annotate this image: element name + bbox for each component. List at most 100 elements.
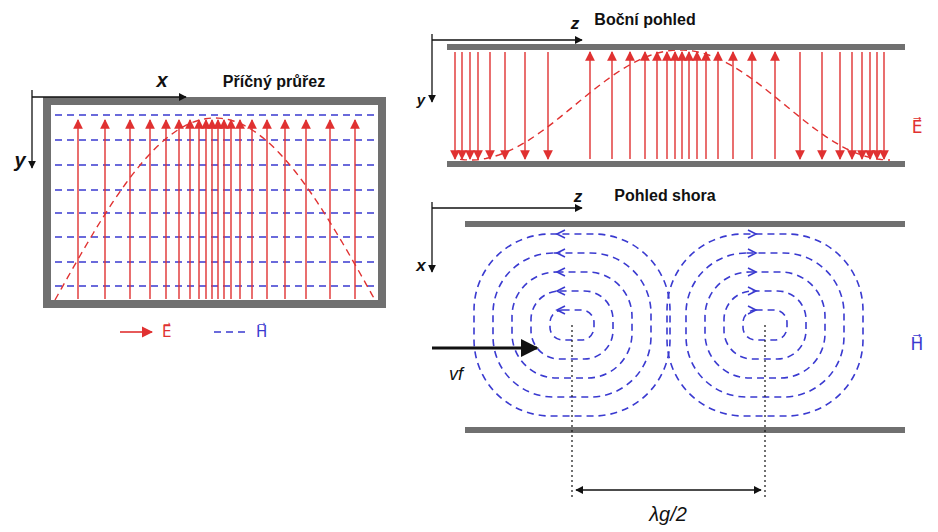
e-field-arrow (674, 52, 675, 159)
dimension-label: λg/2 (649, 503, 687, 525)
e-field-arrow (251, 120, 252, 299)
h-field-line (55, 114, 375, 116)
e-field-arrow (266, 120, 267, 299)
e-field-arrow (861, 52, 862, 159)
e-field-arrow (129, 120, 130, 299)
e-field-arrow (504, 52, 505, 159)
e-field-arrow (477, 52, 478, 159)
e-field-arrow (211, 120, 212, 299)
field-label: E⃗ (912, 119, 923, 138)
h-direction-chevron (748, 306, 756, 314)
legend-item: E⃗ (118, 323, 171, 341)
y-axis (431, 34, 432, 102)
h-field-line (55, 164, 375, 166)
velocity-arrow (432, 347, 537, 350)
h-direction-chevron (557, 249, 565, 257)
e-field-arrow (305, 120, 306, 299)
e-field-arrow (205, 120, 206, 299)
axis-label: x (416, 257, 425, 276)
y-axis (31, 90, 32, 168)
e-field-arrow (705, 52, 706, 159)
e-field-arrow (696, 52, 697, 159)
e-field-arrow (217, 120, 218, 299)
e-field-arrow (799, 52, 800, 159)
e-field-arrow (883, 52, 884, 159)
h-direction-chevron (748, 249, 756, 257)
e-field-arrow (189, 120, 190, 299)
guide-line (764, 325, 765, 500)
waveguide-wall (447, 44, 905, 50)
axis-label: y (417, 92, 425, 109)
field-label: H⃗ (911, 336, 924, 355)
e-field-arrow (354, 120, 355, 299)
h-field-line (55, 189, 375, 191)
cross-section (32, 90, 382, 304)
waveguide-wall (447, 161, 905, 167)
legend-text: E⃗ (162, 323, 171, 341)
e-field-arrow (732, 52, 733, 159)
e-field-arrow (869, 52, 870, 159)
e-field-arrow (611, 52, 612, 159)
axis-label: z (574, 188, 583, 207)
e-field-arrow (454, 52, 455, 159)
e-field-arrow (688, 52, 689, 159)
x-axis (431, 202, 432, 272)
axis-label: y (14, 149, 25, 171)
legend-line (120, 331, 152, 333)
e-field-arrow (774, 52, 775, 159)
e-field-arrow (149, 120, 150, 299)
h-direction-chevron (748, 230, 756, 238)
e-field-arrow (329, 120, 330, 299)
e-field-arrow (851, 52, 852, 159)
h-direction-chevron (557, 268, 565, 276)
waveguide-wall (465, 427, 905, 433)
guide-line (571, 325, 572, 500)
e-field-arrow (165, 120, 166, 299)
e-field-arrow (198, 120, 199, 299)
x-axis (32, 96, 186, 97)
h-field-line (55, 261, 375, 263)
axis-label: x (156, 69, 167, 91)
e-field-arrow (876, 52, 877, 159)
view-title: Příčný průřez (223, 73, 325, 91)
h-field-line (55, 139, 375, 141)
axis-label: z (571, 15, 580, 34)
legend-item: H⃗ (212, 323, 267, 341)
e-field-arrow (461, 52, 462, 159)
e-field-arrow (547, 52, 548, 159)
h-direction-chevron (748, 268, 756, 276)
e-field-arrow (524, 52, 525, 159)
waveguide-wall (465, 221, 905, 227)
view-title: Boční pohled (594, 11, 695, 29)
e-field-arrow (656, 52, 657, 159)
h-direction-chevron (557, 230, 565, 238)
h-field-line (55, 212, 375, 214)
field-amplitude-curve (55, 118, 375, 300)
legend-sample (212, 326, 250, 338)
h-field-line (55, 285, 375, 287)
field-amplitude-curve (460, 50, 890, 160)
top-view (432, 202, 905, 500)
h-direction-chevron (557, 287, 565, 295)
e-field-arrow (821, 52, 822, 159)
h-direction-chevron (557, 306, 565, 314)
side-view (432, 34, 905, 164)
e-field-arrow (666, 52, 667, 159)
view-title: Pohled shora (614, 187, 715, 205)
velocity-label: vf (449, 365, 463, 385)
waveguide-wall (47, 101, 382, 304)
e-field-arrow (751, 52, 752, 159)
e-field-arrow (681, 52, 682, 159)
e-field-arrow (717, 52, 718, 159)
e-field-arrow (469, 52, 470, 159)
e-field-arrow (589, 52, 590, 159)
legend-line (214, 331, 246, 333)
legend-sample (118, 326, 156, 338)
h-field-line (55, 236, 375, 238)
dimension-arrow (576, 489, 761, 490)
e-field-arrow (839, 52, 840, 159)
e-field-arrow (489, 52, 490, 159)
e-field-arrow (629, 52, 630, 159)
